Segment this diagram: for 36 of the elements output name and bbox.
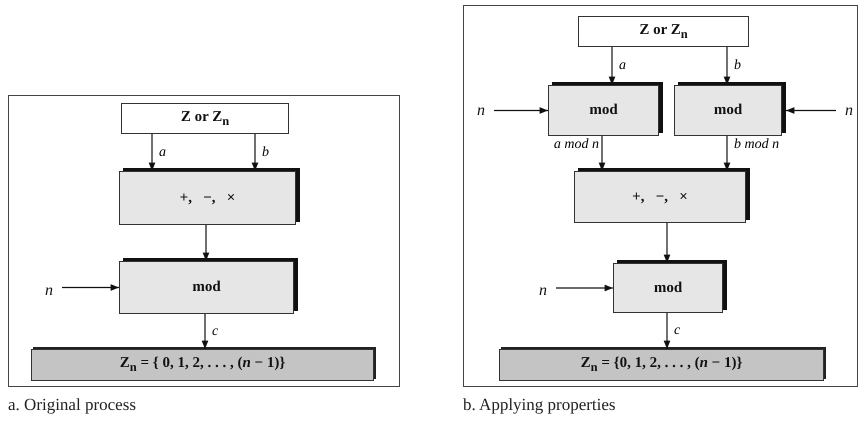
panel-caption: a. Original process	[8, 395, 136, 415]
box-text: mod	[589, 102, 618, 119]
result-box	[31, 349, 374, 381]
input-label: n	[45, 282, 53, 300]
input-box	[578, 16, 749, 47]
arrow	[556, 284, 613, 292]
input-label: n	[539, 282, 547, 300]
arrow	[664, 313, 670, 349]
arrow	[724, 136, 730, 171]
result-box	[499, 349, 824, 381]
arrow	[62, 284, 119, 291]
arrow	[494, 107, 548, 114]
input-label: n	[477, 102, 485, 120]
arrow	[724, 47, 730, 85]
edge-label: b	[261, 144, 270, 160]
arrow	[202, 225, 210, 261]
arrow	[202, 314, 208, 349]
box-text: mod	[654, 280, 682, 296]
box-text: +, −, ×	[180, 190, 236, 206]
box-text: +, −, ×	[632, 188, 688, 206]
arrow	[664, 223, 670, 263]
arrow	[598, 136, 606, 171]
box-text: Z or Z$_{n}$	[180, 108, 230, 128]
panel-frame	[463, 5, 858, 387]
box-text: Z or Z$_{n}$	[639, 22, 688, 42]
panel-frame	[8, 95, 400, 387]
input-label: n	[845, 102, 853, 120]
arrow	[148, 134, 156, 171]
box-text: mod	[192, 279, 221, 296]
box-text: mod	[714, 102, 742, 119]
input-box	[121, 103, 289, 134]
box-text: Z$_{n}$ = { 0, 1, 2, . . . , (n − 1)}	[120, 355, 286, 375]
panel-caption: b. Applying properties	[463, 395, 616, 415]
box-text: Z$_{n}$ = {0, 1, 2, . . . , (n − 1)}	[580, 355, 742, 375]
arrow	[608, 47, 616, 85]
arrow	[252, 134, 258, 171]
